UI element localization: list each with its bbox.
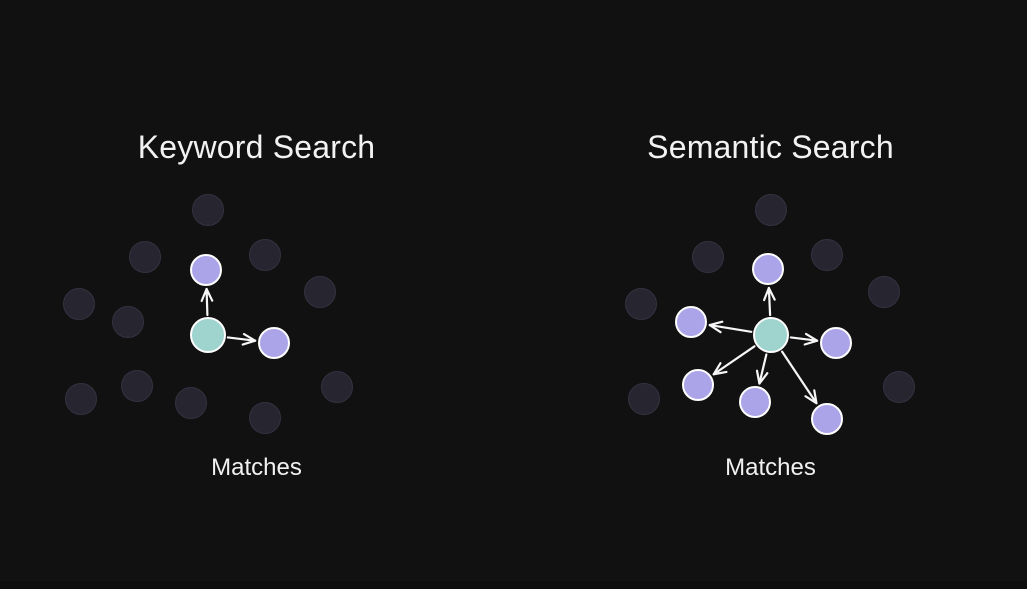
panel-semantic-title: Semantic Search — [647, 128, 894, 165]
inactive-node-10 — [321, 371, 353, 403]
inactive-node-8 — [175, 387, 207, 419]
panel-semantic-search: Semantic Search Matches — [514, 0, 1027, 589]
inactive-node-7 — [65, 383, 97, 415]
edge-arrowhead-1 — [708, 320, 724, 334]
semantic-graph — [514, 0, 1027, 589]
edge-arrowhead-0 — [763, 286, 776, 302]
inactive-node-0 — [192, 194, 224, 226]
match-node-0[interactable] — [190, 254, 222, 286]
match-node-0[interactable] — [752, 253, 784, 285]
keyword-edges — [200, 287, 257, 346]
panel-keyword-caption: Matches — [211, 454, 302, 481]
bottom-edge-strip — [0, 581, 1027, 589]
inactive-node-2 — [249, 239, 281, 271]
keyword-graph — [0, 0, 513, 589]
edge-line-1 — [226, 336, 257, 342]
inactive-node-2 — [811, 239, 843, 271]
edge-arrowhead-0 — [200, 287, 214, 303]
inactive-node-9 — [249, 402, 281, 434]
inactive-node-5 — [628, 383, 660, 415]
edge-line-1 — [708, 323, 753, 333]
edge-arrowhead-4 — [755, 369, 769, 385]
match-node-3[interactable] — [682, 369, 714, 401]
inactive-node-4 — [625, 288, 657, 320]
inactive-node-0 — [755, 194, 787, 226]
edge-arrowhead-5 — [804, 389, 818, 405]
query-node[interactable] — [190, 317, 226, 353]
inactive-node-1 — [692, 241, 724, 273]
edge-arrowhead-1 — [241, 332, 257, 346]
edge-arrowhead-2 — [803, 332, 819, 346]
inactive-node-5 — [112, 306, 144, 338]
match-node-1[interactable] — [258, 327, 290, 359]
match-node-4[interactable] — [739, 386, 771, 418]
edge-line-5 — [780, 350, 818, 405]
inactive-node-6 — [121, 370, 153, 402]
panel-keyword-title: Keyword Search — [137, 128, 376, 165]
panel-keyword-search: Keyword Search Matches — [0, 0, 513, 589]
match-node-5[interactable] — [811, 403, 843, 435]
edge-arrowhead-3 — [712, 362, 728, 376]
edge-line-3 — [712, 345, 756, 376]
semantic-edges — [708, 286, 819, 405]
match-node-1[interactable] — [675, 306, 707, 338]
edge-line-0 — [205, 287, 209, 317]
inactive-node-3 — [868, 276, 900, 308]
inactive-node-3 — [304, 276, 336, 308]
panel-semantic-caption: Matches — [725, 454, 816, 481]
edge-line-2 — [789, 336, 819, 342]
match-node-2[interactable] — [820, 327, 852, 359]
inactive-node-1 — [129, 241, 161, 273]
inactive-node-4 — [63, 288, 95, 320]
query-node[interactable] — [753, 317, 789, 353]
inactive-node-6 — [883, 371, 915, 403]
edge-line-0 — [767, 286, 772, 317]
edge-line-4 — [758, 353, 768, 385]
